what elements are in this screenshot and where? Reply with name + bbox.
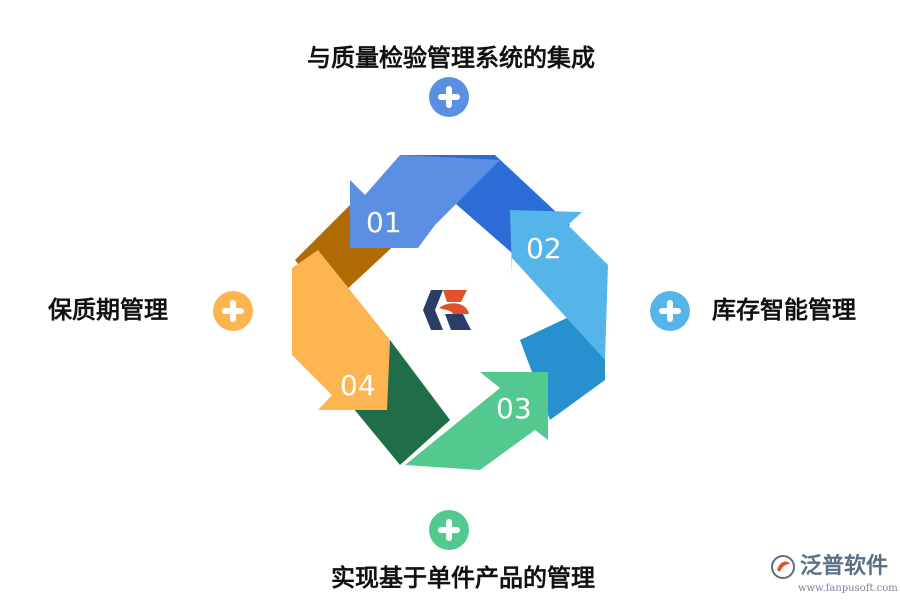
plus-icon[interactable] [213, 291, 253, 331]
step-label-shelf-life: 保质期管理 [48, 296, 168, 324]
arrow-step-04[interactable] [292, 250, 390, 410]
step-number-03: 03 [496, 392, 532, 425]
center-logo-icon [423, 290, 471, 330]
step-label-quality-integration: 与质量检验管理系统的集成 [307, 44, 595, 72]
brand-logo-icon [771, 555, 795, 579]
brand-name: 泛普软件 [800, 554, 889, 579]
plus-icon[interactable] [650, 291, 690, 331]
arrow-step-02[interactable] [510, 210, 608, 360]
step-label-single-item: 实现基于单件产品的管理 [331, 564, 595, 592]
step-label-inventory: 库存智能管理 [712, 296, 856, 324]
step-number-01: 01 [366, 206, 402, 239]
plus-icon[interactable] [429, 77, 469, 117]
step-number-02: 02 [526, 232, 562, 265]
step-number-04: 04 [340, 369, 376, 402]
brand-watermark: 泛普软件 www.fanpusoft.com [770, 554, 898, 598]
brand-url: www.fanpusoft.com [798, 583, 898, 594]
arrow-step-03[interactable] [405, 372, 548, 470]
arrow-step-01[interactable] [350, 155, 500, 248]
plus-icon[interactable] [429, 510, 469, 550]
